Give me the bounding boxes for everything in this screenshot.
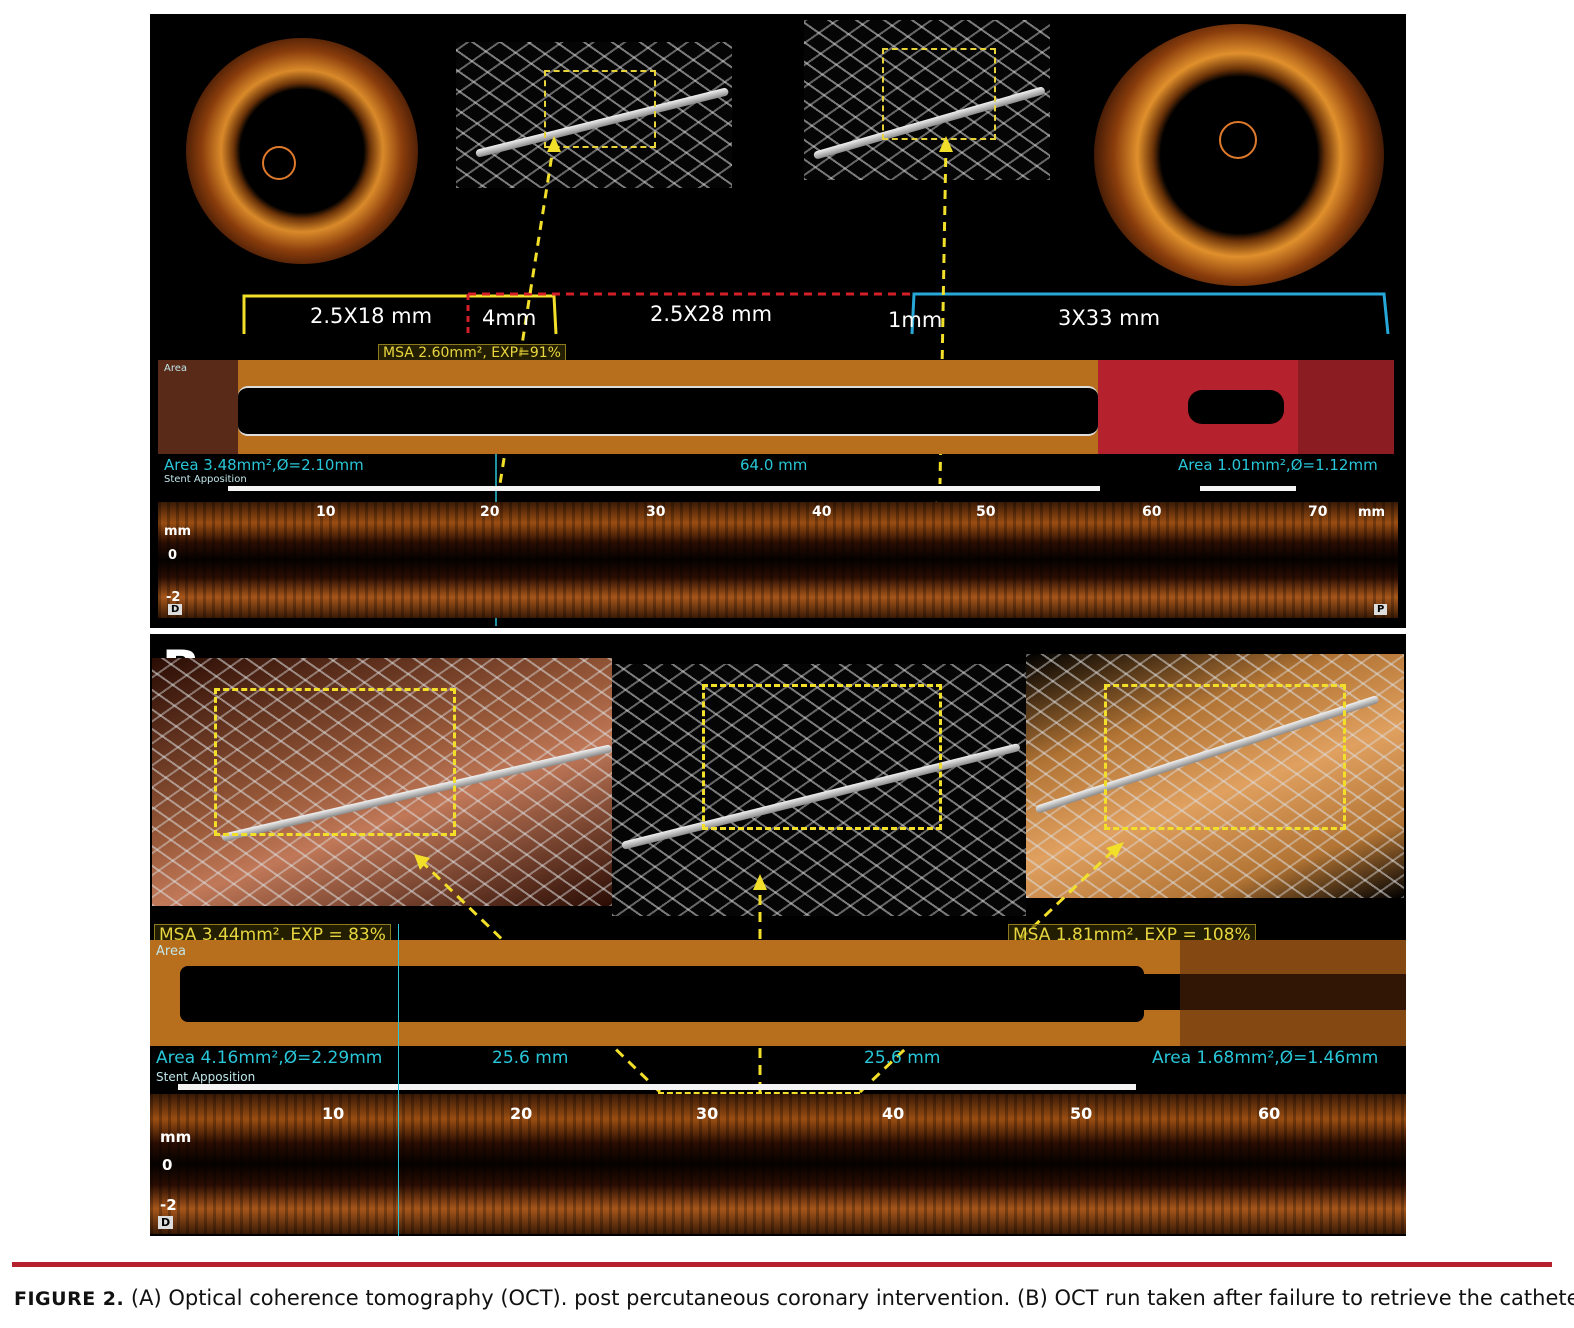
tick-20: 20 (510, 1104, 533, 1123)
zoom-box-right (882, 48, 996, 140)
distal-marker: D (158, 1216, 174, 1229)
length-label-1: 25.6 mm (492, 1048, 569, 1068)
stent-apposition-bar (178, 1084, 1136, 1090)
y-minus: -2 (160, 1196, 177, 1214)
length-label: 64.0 mm (740, 456, 808, 474)
y-unit: mm (164, 524, 192, 539)
tick-10: 10 (316, 504, 336, 520)
area-right-label: Area 1.01mm²,Ø=1.12mm (1178, 456, 1378, 474)
stent-label-3: 2.5X28 mm (650, 302, 773, 326)
oct-cross-section-right (1074, 18, 1400, 286)
cursor-line (398, 924, 399, 1236)
stent-apposition-bar (228, 486, 1100, 491)
stent-mesh (1026, 654, 1404, 898)
caption-label: FIGURE 2. (14, 1288, 125, 1310)
lumen-area-profile (158, 360, 1394, 454)
stent-apposition-label: Stent Apposition (156, 1070, 256, 1084)
tick-50: 50 (976, 504, 996, 520)
zoom-box-middle (702, 684, 942, 830)
zoom-box-left (214, 688, 456, 836)
tick-10: 10 (322, 1104, 345, 1123)
tick-30: 30 (646, 504, 666, 520)
lumen-profile (180, 966, 1144, 1022)
y-zero: 0 (168, 548, 178, 563)
caption-text: (A) Optical coherence tomography (OCT). … (124, 1286, 1574, 1310)
stent-apposition-label: Stent Apposition (164, 474, 247, 485)
stent-label-4: 1mm (888, 308, 943, 332)
tick-70: 70 (1308, 504, 1328, 520)
vessel-3d-render-left (152, 658, 612, 906)
length-label-2: 25.6 mm (864, 1048, 941, 1068)
lumen-area-profile (150, 940, 1406, 1046)
stent-label-5: 3X33 mm (1058, 306, 1161, 330)
tick-60: 60 (1258, 1104, 1281, 1123)
stent-3d-render-middle (804, 20, 1050, 180)
stent-label-1: 2.5X18 mm (310, 304, 433, 328)
caption-divider (12, 1262, 1552, 1267)
zoom-box-right (1104, 684, 1346, 830)
y-minus: -2 (166, 590, 181, 605)
axis-unit: mm (1358, 505, 1386, 520)
tick-60: 60 (1142, 504, 1162, 520)
vessel-3d-render-right (1026, 654, 1404, 898)
lumen-profile (238, 386, 1098, 436)
longitudinal-oct-view (150, 1094, 1406, 1234)
stent-3d-render-left (456, 42, 732, 188)
area-left-label: Area 4.16mm²,Ø=2.29mm (156, 1048, 383, 1068)
msa-label: MSA 2.60mm², EXP=91% (378, 344, 566, 362)
tick-40: 40 (882, 1104, 905, 1123)
tick-30: 30 (696, 1104, 719, 1123)
stent-mesh (152, 658, 612, 906)
lumen-profile-distal (1188, 390, 1284, 424)
longitudinal-oct-view (158, 502, 1398, 618)
tick-20: 20 (480, 504, 500, 520)
stent-apposition-bar-distal (1200, 486, 1296, 491)
oct-cross-section-left (158, 24, 444, 278)
figure-caption: FIGURE 2. (A) Optical coherence tomograp… (14, 1286, 1574, 1310)
area-left-label: Area 3.48mm²,Ø=2.10mm (164, 456, 364, 474)
area-right-label: Area 1.68mm²,Ø=1.46mm (1152, 1048, 1379, 1068)
stent-mesh (612, 664, 1026, 916)
area-tag: Area (164, 363, 188, 374)
stent-3d-render-middle (612, 664, 1026, 916)
y-zero: 0 (162, 1156, 173, 1174)
distal-marker: D (168, 604, 183, 615)
zoom-box-left (544, 70, 656, 148)
y-unit: mm (160, 1128, 192, 1146)
stent-mesh (456, 42, 732, 188)
stent-label-2: 4mm (482, 306, 537, 330)
panel-b: B MSA 3.44mm², EXP = 83% MSA 1.81mm², EX… (150, 634, 1406, 1236)
proximal-marker: P (1374, 604, 1388, 615)
area-tag: Area (156, 944, 186, 959)
tick-50: 50 (1070, 1104, 1093, 1123)
panel-a: A 2.5X18 mm 4mm 2.5X28 mm 1mm 3X33 mm (150, 14, 1406, 628)
tick-40: 40 (812, 504, 832, 520)
